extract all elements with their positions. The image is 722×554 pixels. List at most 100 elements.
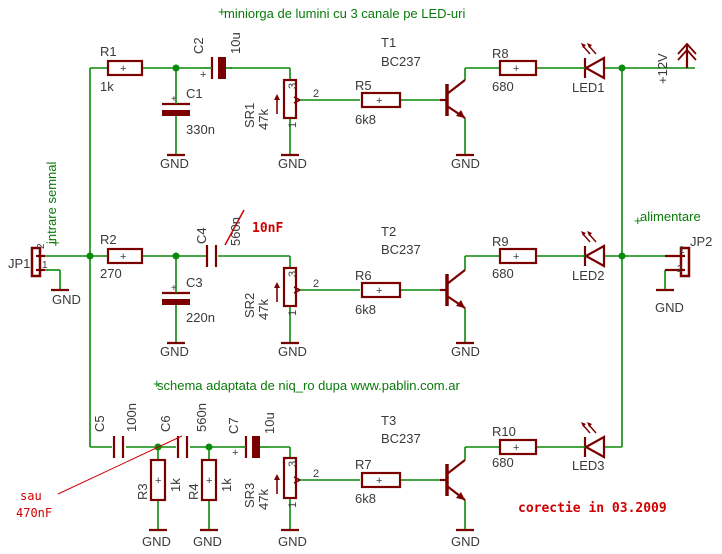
svg-text:+: +	[200, 69, 206, 81]
c4-annotation: 10nF	[252, 221, 283, 236]
title-marker: +	[218, 4, 226, 19]
gnd-r3: GND	[142, 534, 171, 549]
svg-text:+: +	[232, 447, 238, 459]
sr1-value: 47k	[256, 109, 271, 130]
jp1-name: JP1	[8, 256, 30, 271]
r3-value: 1k	[168, 478, 183, 492]
led-1	[580, 43, 606, 80]
title: miniorga de lumini cu 3 canale pe LED-ur…	[224, 6, 465, 21]
capacitor-c5	[112, 436, 125, 458]
gnd-c3: GND	[160, 344, 189, 359]
svg-text:+: +	[376, 95, 382, 107]
annotation-arrow	[57, 435, 183, 495]
sr1-pin2: 2	[313, 88, 319, 100]
input-label: intrare semnal	[44, 162, 59, 244]
credit-marker: +	[153, 376, 161, 391]
sr3-value: 47k	[256, 489, 271, 510]
capacitor-c7: +	[232, 436, 268, 459]
sr2-pin2: 2	[313, 278, 319, 290]
jp2-gnd: GND	[655, 300, 684, 315]
svg-text:+: +	[120, 63, 126, 75]
led2-name: LED2	[572, 268, 605, 283]
r8-name: R8	[492, 46, 509, 61]
sr2-pin1: 1	[287, 310, 299, 316]
sr2-value: 47k	[256, 299, 271, 320]
r4-value: 1k	[219, 478, 234, 492]
c1-value: 330n	[186, 122, 215, 137]
correction-note: corectie in 03.2009	[518, 501, 667, 516]
c6-annotation-line1: sau	[20, 489, 42, 503]
jp2-name: JP2	[690, 234, 712, 249]
r10-value: 680	[492, 455, 514, 470]
resistor-r3: +	[149, 458, 167, 502]
sr3-pin3: 3	[287, 461, 299, 467]
r5-name: R5	[355, 78, 372, 93]
connector-jp1	[30, 246, 45, 278]
sr3-pin1: 1	[287, 502, 299, 508]
c4-value: 560n	[228, 217, 243, 246]
sr2-name: SR2	[242, 293, 257, 318]
transistor-t1	[440, 79, 466, 119]
svg-text:+: +	[513, 251, 519, 263]
led3-name: LED3	[572, 458, 605, 473]
t3-name: T3	[381, 413, 396, 428]
transistor-t2	[440, 269, 466, 309]
c5-name: C5	[92, 415, 107, 432]
capacitor-c3: +	[162, 283, 190, 310]
supply-voltage: +12V	[655, 53, 670, 84]
sr3-name: SR3	[242, 483, 257, 508]
r6-name: R6	[355, 268, 372, 283]
r9-name: R9	[492, 234, 509, 249]
resistor-r4: +	[200, 458, 218, 502]
r8-value: 680	[492, 79, 514, 94]
capacitor-c1: +	[162, 94, 190, 122]
resistor-r1: +	[106, 59, 144, 77]
c2-value: 10u	[228, 32, 243, 54]
sr2-pin3: 3	[287, 271, 299, 277]
c2-name: C2	[191, 37, 206, 54]
svg-text:+: +	[513, 442, 519, 454]
c4-name: C4	[194, 227, 209, 244]
transistor-t3	[440, 459, 466, 501]
c7-name: C7	[226, 417, 241, 434]
t1-type: BC237	[381, 54, 421, 69]
supply-arrow-icon	[677, 42, 697, 68]
r1-name: R1	[100, 44, 117, 59]
credit-line: schema adaptata de niq_ro dupa www.pabli…	[157, 378, 460, 393]
c6-name: C6	[158, 415, 173, 432]
gnd-t3: GND	[451, 534, 480, 549]
gnd-sr1: GND	[278, 156, 307, 171]
r5-value: 6k8	[355, 112, 376, 127]
resistor-r6: +	[360, 281, 402, 299]
gnd-c1: GND	[160, 156, 189, 171]
c6-value: 560n	[194, 403, 209, 432]
svg-text:+: +	[155, 475, 161, 487]
led-3	[580, 422, 606, 459]
r10-name: R10	[492, 424, 516, 439]
capacitor-c2: +	[200, 57, 232, 81]
gnd-sr3: GND	[278, 534, 307, 549]
svg-text:+: +	[376, 475, 382, 487]
svg-text:+: +	[120, 251, 126, 263]
c1-name: C1	[186, 86, 203, 101]
gnd-t1: GND	[451, 156, 480, 171]
sr3-pin2: 2	[313, 468, 319, 480]
c3-name: C3	[186, 275, 203, 290]
gnd-sr2: GND	[278, 344, 307, 359]
r2-name: R2	[100, 232, 117, 247]
svg-text:+: +	[171, 283, 177, 294]
r7-value: 6k8	[355, 491, 376, 506]
t3-type: BC237	[381, 431, 421, 446]
c3-value: 220n	[186, 310, 215, 325]
potentiometer-sr2	[274, 266, 301, 308]
c5-value: 100n	[124, 403, 139, 432]
t1-name: T1	[381, 35, 396, 50]
led1-name: LED1	[572, 80, 605, 95]
input-marker: +	[52, 235, 60, 250]
supply-marker: +	[634, 213, 642, 228]
capacitor-c6	[176, 436, 189, 458]
led-2	[580, 231, 606, 268]
c7-value: 10u	[262, 412, 277, 434]
